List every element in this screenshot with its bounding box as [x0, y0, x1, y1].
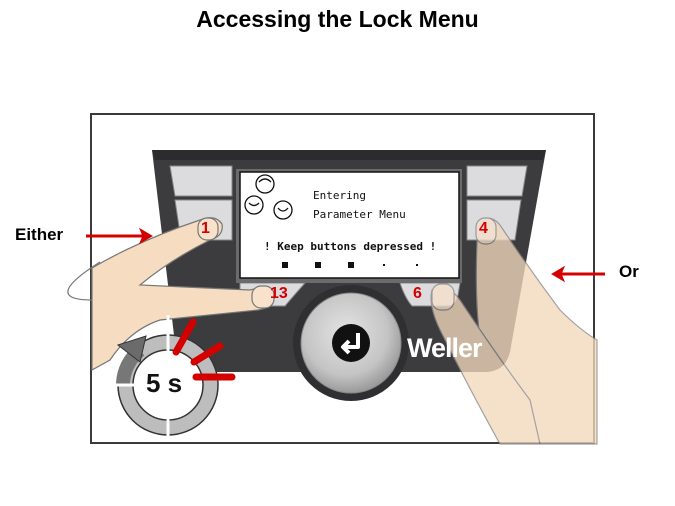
side-button-top-left-upper[interactable] [169, 165, 233, 197]
gears-icon [244, 174, 293, 220]
progress-indicator [282, 262, 418, 268]
screen-line-1: Entering [313, 189, 366, 202]
button-number-6: 6 [413, 285, 422, 302]
brand-logo: Weller [407, 333, 483, 363]
progress-step-filled [348, 262, 354, 268]
progress-step-empty [416, 264, 418, 266]
progress-step-empty [383, 264, 385, 266]
progress-step-filled [282, 262, 288, 268]
right-hand [430, 217, 598, 445]
left-hand [67, 217, 276, 372]
progress-step-filled [315, 262, 321, 268]
button-number-1: 1 [201, 220, 210, 237]
or-arrow [551, 265, 605, 283]
page-title: Accessing the Lock Menu [196, 6, 479, 32]
return-arrow-icon [341, 333, 360, 355]
screen-line-2: Parameter Menu [313, 208, 406, 221]
either-arrow [86, 227, 153, 245]
timer-label: 5 s [146, 368, 183, 398]
or-label: Or [619, 262, 639, 281]
button-number-13: 13 [270, 285, 288, 302]
hold-timer-icon [113, 315, 236, 440]
enter-knob[interactable] [293, 285, 409, 401]
screen-warning: ! Keep buttons depressed ! [264, 240, 437, 253]
button-number-4: 4 [479, 220, 488, 237]
either-label: Either [15, 225, 64, 244]
side-button-top-right-upper[interactable] [466, 165, 528, 197]
